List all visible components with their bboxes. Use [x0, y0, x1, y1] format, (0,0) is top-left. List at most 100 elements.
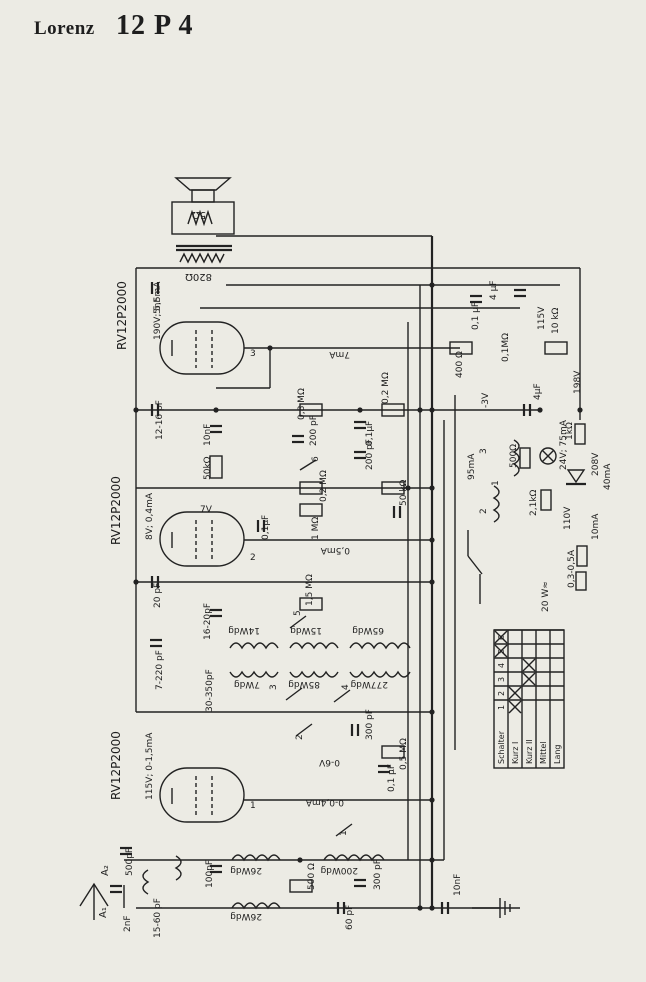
ground-icon	[472, 898, 511, 918]
coils	[142, 439, 520, 910]
r-2k1-label: 2,1kΩ	[529, 489, 539, 516]
switch-5-label: 5	[293, 610, 303, 616]
c-5nF-label: 5nF	[153, 297, 163, 314]
v-198-label: 198V	[573, 370, 583, 394]
c-1620-label: 16-20pF	[203, 603, 213, 640]
switch-table-mark	[494, 630, 508, 644]
lamp-label: 24V; 75mA	[559, 419, 569, 470]
switch-table-row-label: Lang	[553, 744, 562, 764]
antenna-icon	[79, 882, 109, 920]
switch-6-label: 6	[311, 456, 321, 462]
c-200p-b-label: 200 pF	[365, 439, 375, 470]
tube-2-type: RV12P2000	[109, 476, 123, 545]
switch-table-mark	[508, 700, 522, 714]
c-30350-label: 30-350pF	[205, 669, 215, 712]
junction-dots	[133, 282, 583, 911]
tube-3-supply: 115V; 0-1,5mA	[145, 732, 155, 800]
switch-numbers: 6 5 3 4 2 1	[269, 456, 351, 836]
brand-title: Lorenz	[34, 18, 95, 39]
v-minus3-label: -3V	[481, 392, 491, 408]
c-20p-label: 20 pF	[153, 583, 163, 608]
coil-65-label: 65Wdg	[352, 625, 384, 635]
fuse-label: 0,3-0,5A	[567, 549, 577, 588]
r-1M-label: 1 MΩ	[311, 517, 321, 540]
antenna-a2-label: A₂	[100, 865, 111, 876]
c-100p-label: 100pF	[205, 860, 215, 888]
r-10k-label: 10 kΩ	[551, 307, 561, 334]
r-1k-label: 1kΩ	[565, 422, 575, 440]
v-208-label: 208V	[591, 452, 601, 476]
fuse-icon	[575, 571, 587, 591]
switch-table-row-label: Kurz I	[511, 742, 520, 764]
tube-2-pin: 2	[250, 553, 256, 563]
watt-label: 20 W≈	[541, 581, 551, 612]
coil-15-label: 15Wdg	[290, 625, 322, 635]
switch-3-label: 3	[269, 684, 279, 690]
c-01u-b-label: 0,1µF	[261, 515, 271, 540]
c-1560-label: 15-60 pF	[153, 898, 163, 938]
resistors	[209, 341, 588, 893]
c-01u-top-label: 0,1 µF	[471, 302, 481, 330]
c-1216-label: 12-16 pF	[155, 400, 165, 440]
coil-26b-label: 26Wdg	[230, 911, 262, 921]
antenna-a1-label: A₁	[98, 907, 109, 918]
coil-pin-3-label: 3	[479, 448, 489, 454]
switch-table-col-number: 1	[497, 705, 506, 710]
switch-1-label: 1	[339, 830, 349, 836]
tube-1-icon	[159, 321, 245, 375]
c-01u-a-label: 0,1µF	[365, 421, 375, 446]
switch-table-col-number: 4	[497, 663, 506, 668]
model-title: 12 P 4	[116, 10, 194, 41]
coil-pin-2-label: 2	[479, 508, 489, 514]
switch-2-label: 2	[295, 734, 305, 740]
coil-85-label: 85Wdg	[288, 679, 320, 689]
pilot-lamp-icon	[539, 447, 557, 465]
switch-table-row-label: Mittel	[539, 741, 548, 764]
c-200p-a-label: 200 pF	[309, 415, 319, 446]
r-02M-b-label: 0,2 MΩ	[319, 470, 329, 502]
tube-3-icon	[159, 767, 245, 823]
tube-3-type: RV12P2000	[109, 731, 123, 800]
c-2nF-label: 2nF	[123, 915, 133, 932]
switch-table-mark	[494, 644, 508, 658]
tube-1-current: 7mA	[329, 349, 350, 359]
coil-277-label: 277Wdg	[350, 679, 388, 689]
coil-26a-label: 26Wdg	[230, 865, 262, 875]
switch-4-label: 4	[341, 684, 351, 690]
r-400-label: 400 Ω	[455, 351, 465, 378]
v-110-label: 110V	[563, 506, 573, 530]
switch-table-mark	[522, 658, 536, 672]
tube-2-icon	[159, 511, 245, 567]
tube-3-pin: 1	[250, 801, 256, 811]
r-50k-label: 50kΩ	[203, 456, 213, 480]
i-10-label: 10mA	[591, 513, 601, 540]
switch-table-mark	[522, 672, 536, 686]
switch-table-mark	[508, 686, 522, 700]
r-08M-label: 0,8 MΩ	[297, 388, 307, 420]
tube-2-bias: 7V	[200, 505, 213, 515]
power-labels: 4 µF 0,1 µF 0,1MΩ 400 Ω 115V 10 kΩ -3V 4…	[455, 281, 613, 613]
r-500-label: 500 Ω	[307, 863, 317, 890]
c-4u-top-label: 4 µF	[489, 281, 499, 301]
c-10nF-b-label: 10nF	[453, 874, 463, 896]
r-500-power-label: 500Ω	[509, 444, 519, 468]
i-40-label: 40mA	[603, 463, 613, 490]
tube-1-type: RV12P2000	[115, 281, 129, 350]
tube-1-supply: 190V; 5,5mA	[153, 281, 163, 340]
switch-table-col-number: 3	[497, 677, 506, 682]
switch-table-row-label: Schalter	[497, 730, 506, 764]
rectifier-diode-icon	[566, 469, 586, 486]
r-05M-label: 0,5 MΩ	[399, 738, 409, 770]
v-115-label: 115V	[537, 306, 547, 330]
switch-table-col-number: 2	[497, 691, 506, 696]
capacitors	[110, 282, 532, 914]
c-10nF-label: 10nF	[203, 424, 213, 446]
r-15M-label: 1,5 MΩ	[305, 574, 315, 606]
switches	[285, 459, 483, 837]
coil-7-label: 7Wdg	[234, 679, 260, 689]
i-95-label: 95mA	[467, 453, 477, 480]
bus-lines	[123, 235, 581, 909]
c-300p-label: 300 pF	[365, 709, 375, 740]
